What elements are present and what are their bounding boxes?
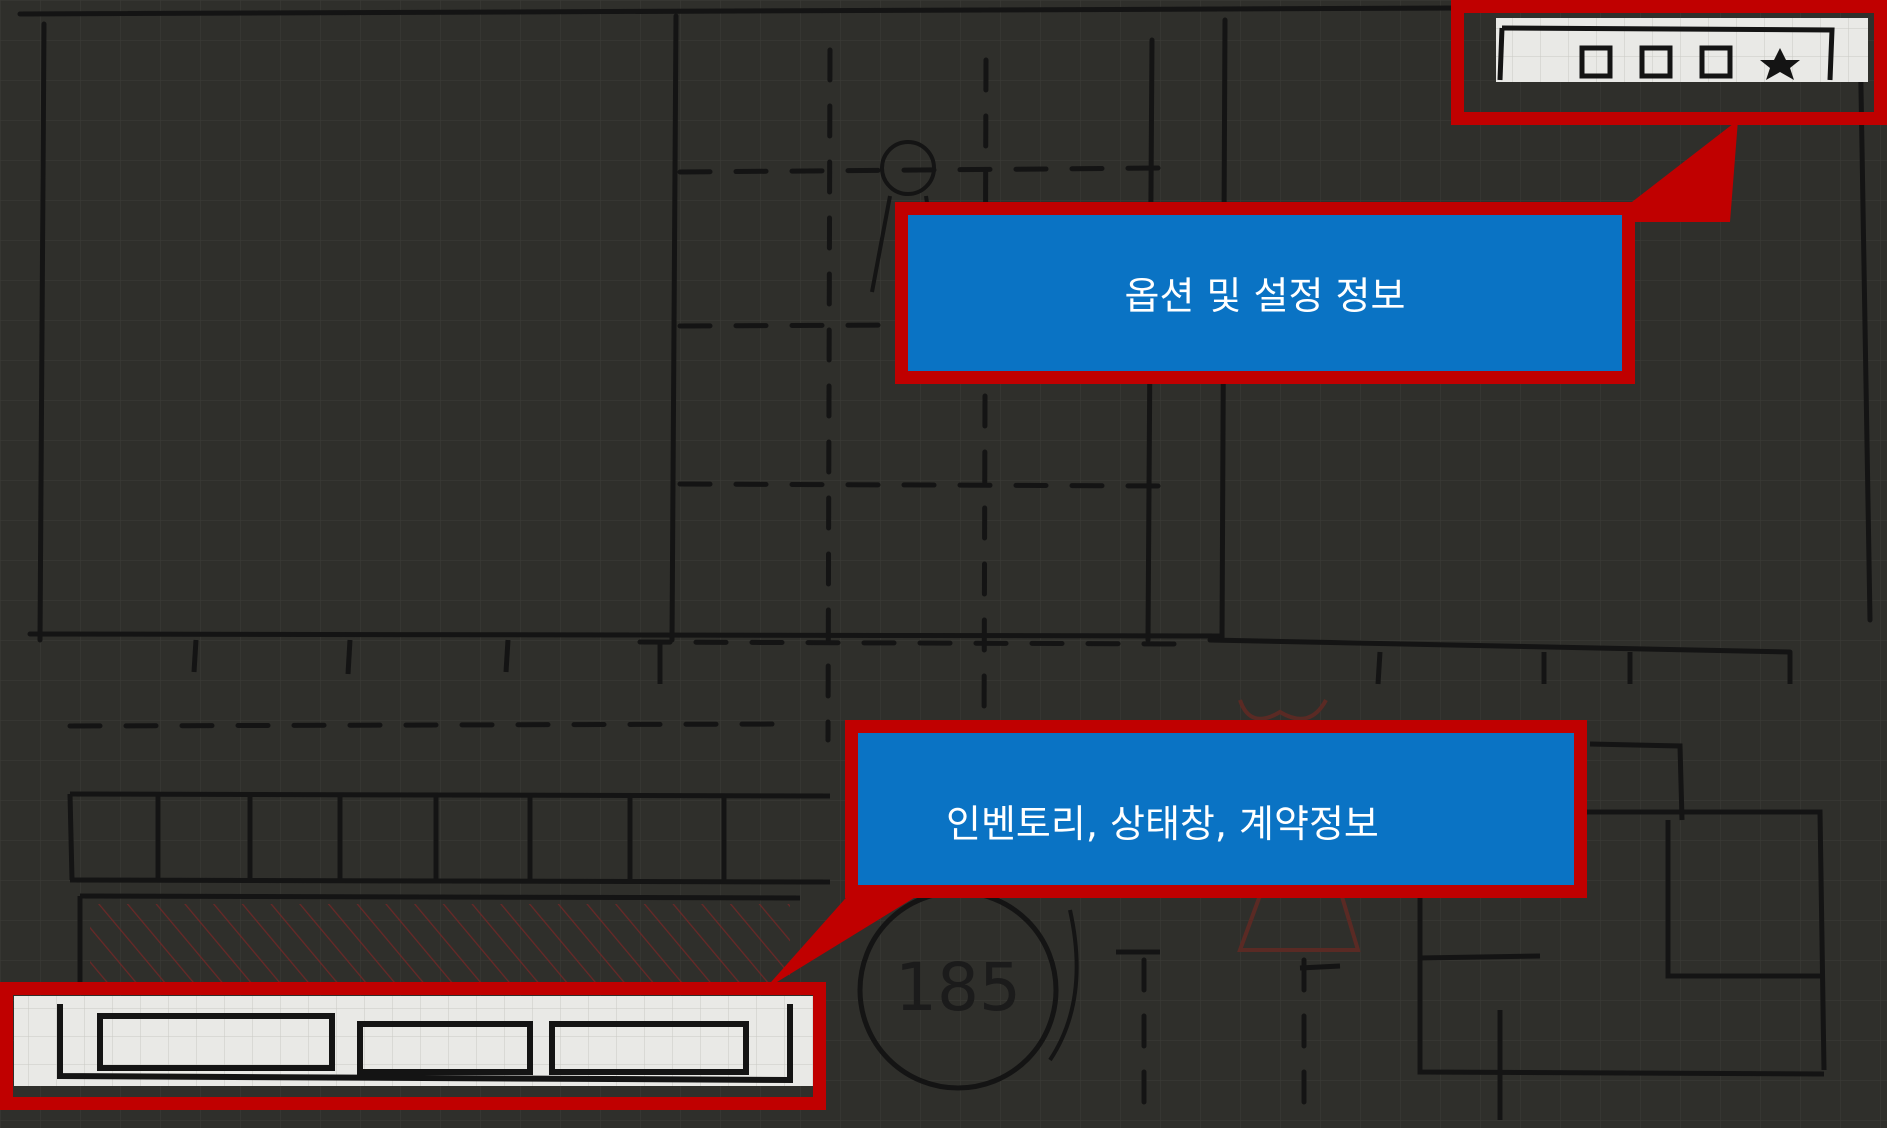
contract-button-sketch bbox=[549, 1021, 749, 1075]
settings-highlight-frame bbox=[1451, 0, 1887, 125]
counter-value: 185 bbox=[895, 949, 1021, 1026]
gear-icon bbox=[1760, 48, 1800, 80]
settings-callout-pointer bbox=[1606, 120, 1738, 222]
inventory-slots-sketch bbox=[67, 791, 831, 990]
status-button-sketch bbox=[357, 1021, 533, 1075]
inventory-callout-pointer bbox=[764, 882, 940, 990]
health-bar-hatch bbox=[90, 904, 790, 984]
inventory-bar-crop bbox=[14, 996, 814, 1086]
counter-circle: 185 bbox=[857, 889, 1079, 1091]
menu-slot-3-icon bbox=[1699, 45, 1733, 79]
settings-strip-crop bbox=[1496, 18, 1868, 82]
inventory-callout-label: 인벤토리, 상태창, 계약정보 bbox=[946, 802, 1379, 846]
menu-slot-2-icon bbox=[1639, 45, 1673, 79]
menu-slot-1-icon bbox=[1579, 45, 1613, 79]
inventory-button-sketch bbox=[97, 1013, 335, 1071]
enemy-figure bbox=[1237, 698, 1361, 952]
inventory-highlight-frame bbox=[0, 982, 826, 1110]
inventory-callout: 인벤토리, 상태창, 계약정보 bbox=[845, 720, 1587, 898]
tick-marks bbox=[191, 639, 1793, 685]
settings-callout: 옵션 및 설정 정보 bbox=[895, 202, 1635, 384]
settings-strip-icons bbox=[1497, 25, 1835, 81]
settings-callout-label: 옵션 및 설정 정보 bbox=[1124, 274, 1406, 318]
